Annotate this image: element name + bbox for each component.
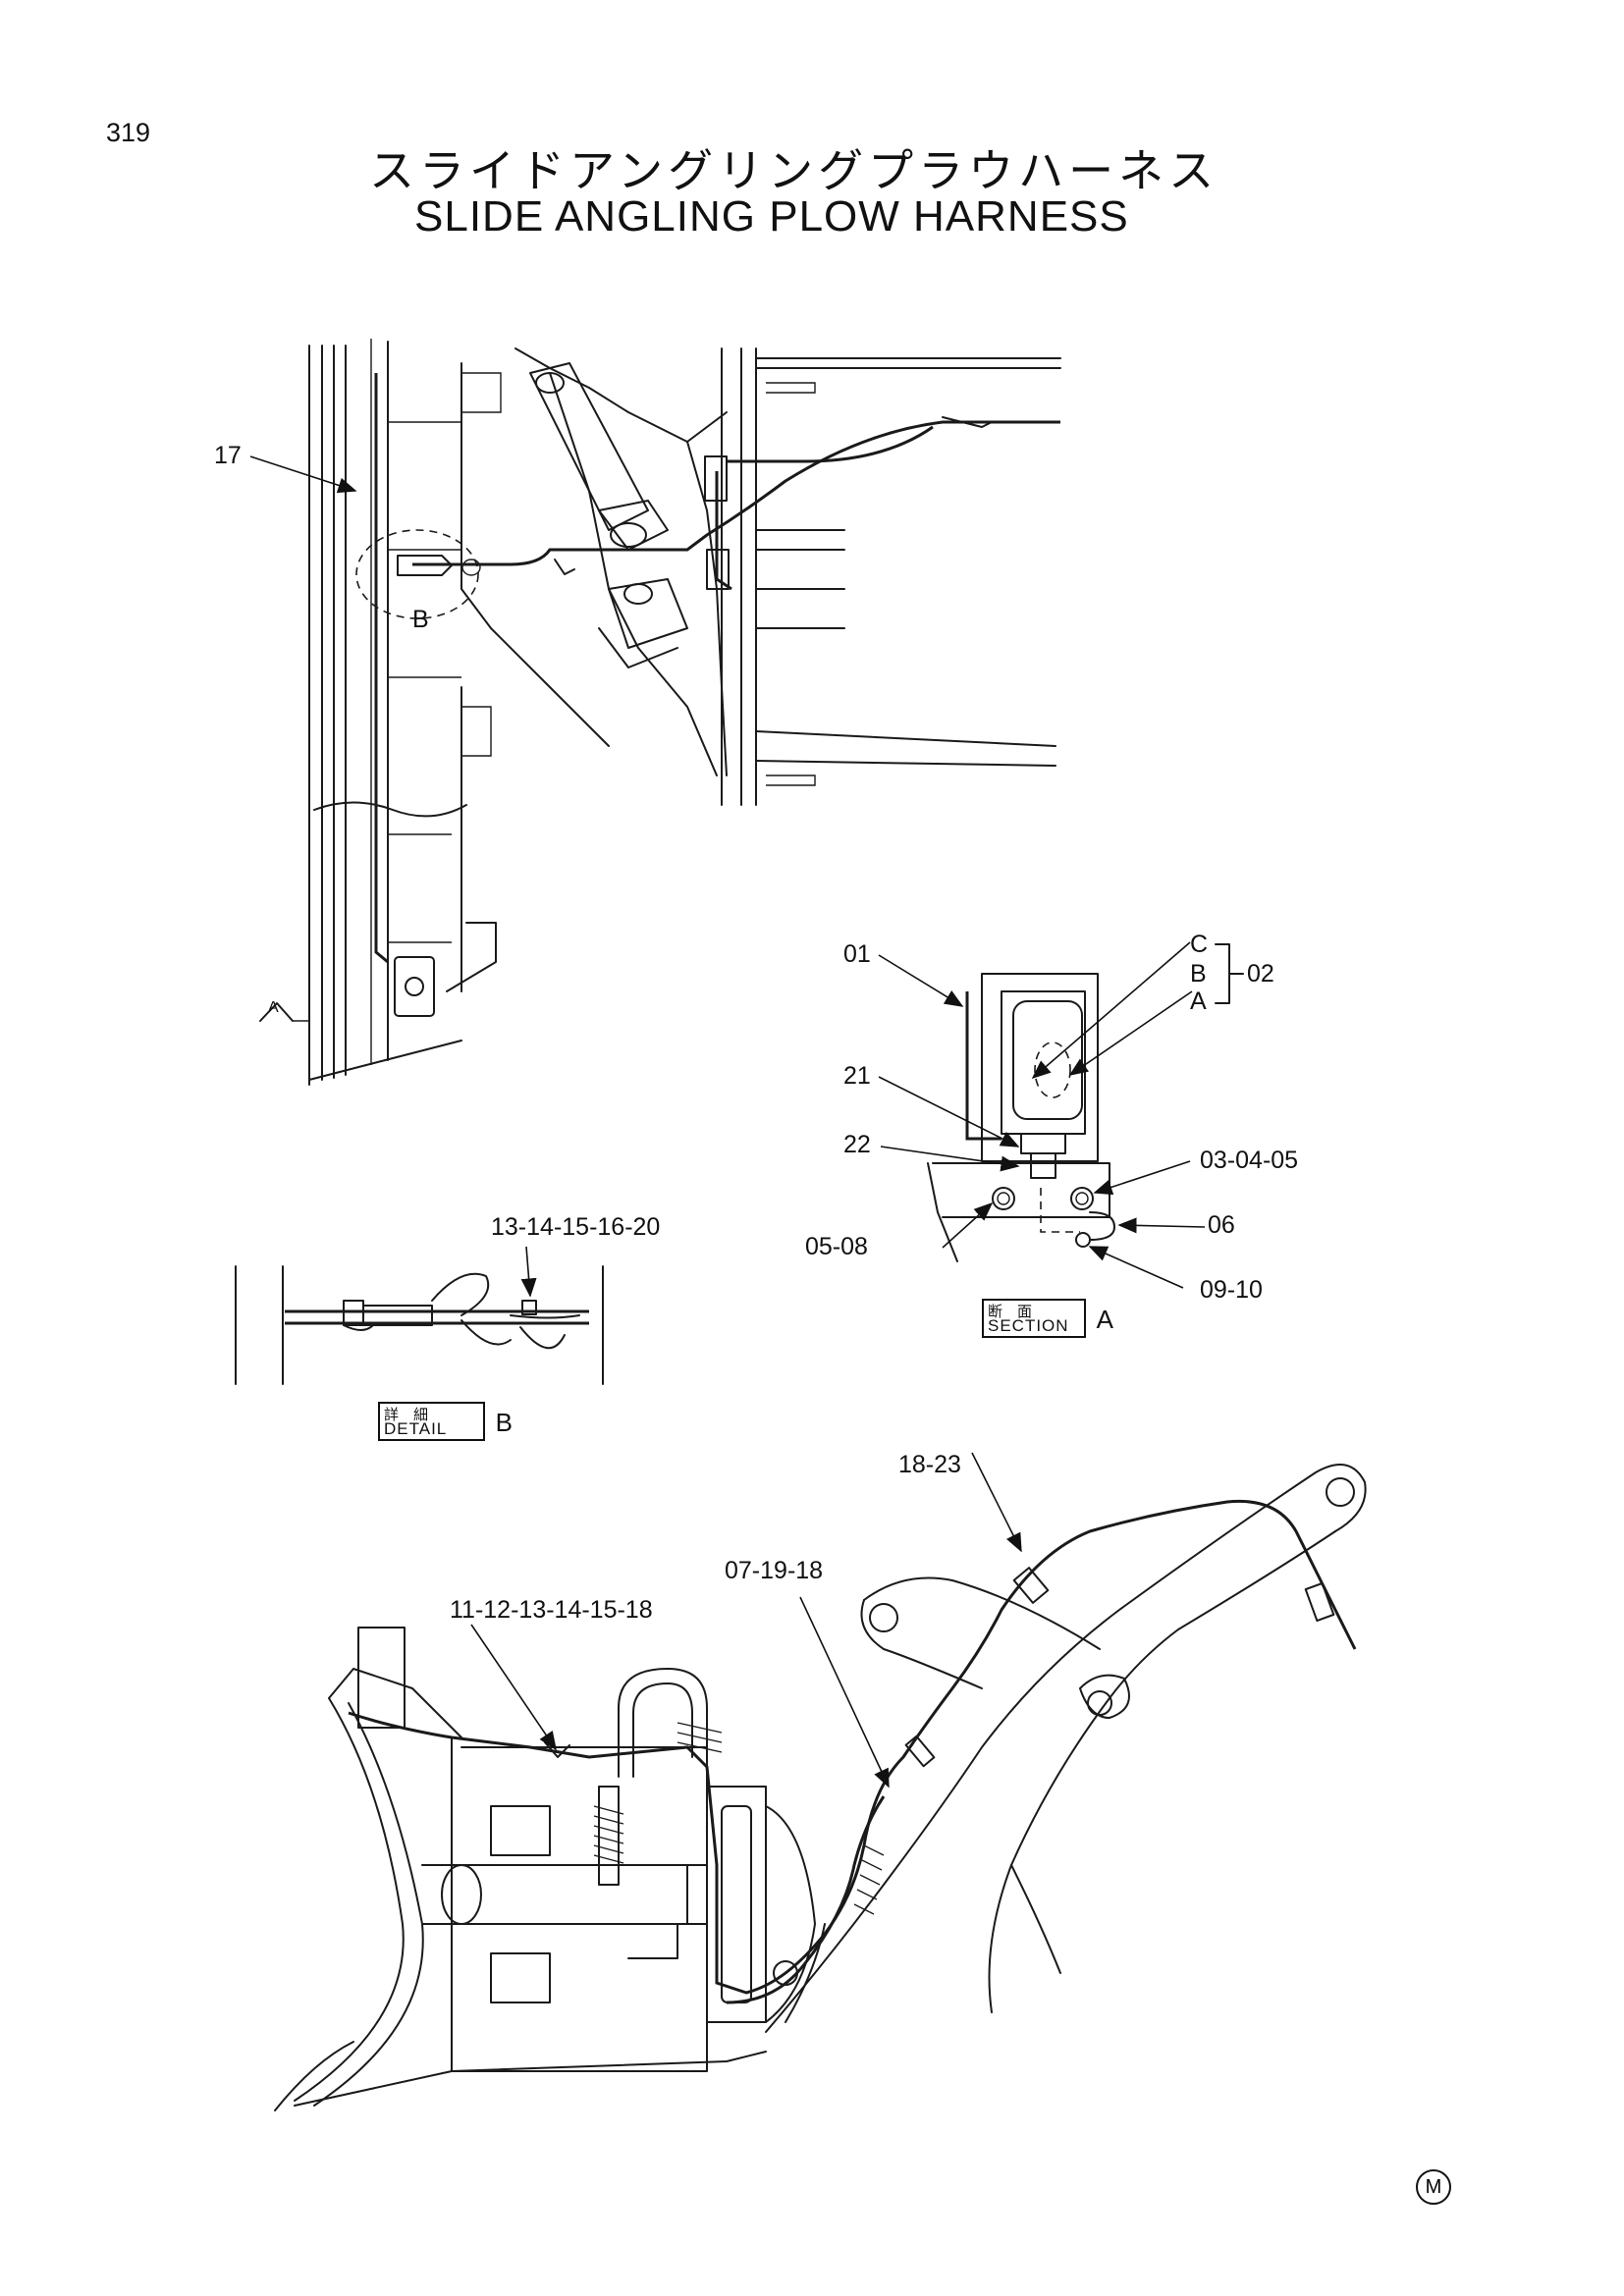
detail-label-jp: 詳 細 [384,1406,429,1423]
callout-17: 17 [214,442,242,469]
section-label-jp: 断 面 [988,1303,1033,1320]
callout-09-10: 09-10 [1200,1276,1263,1304]
bottom-view-drawing [274,1464,1367,2111]
section-label-en: SECTION [988,1316,1069,1335]
section-a-marker-letter: A [268,999,279,1016]
detail-label-letter: B [495,1408,513,1437]
callout-11-12-13-14-15-18: 11-12-13-14-15-18 [450,1596,653,1624]
detail-b-label: 詳 細 DETAIL B [378,1402,513,1441]
section-a-drawing [927,973,1115,1262]
callout-07-19-18: 07-19-18 [725,1557,824,1584]
callout-detail-b: B [412,606,429,633]
callout-13-14-15-16-20: 13-14-15-16-20 [491,1213,661,1241]
callout-18-23: 18-23 [898,1451,961,1478]
title-english: SLIDE ANGLING PLOW HARNESS [414,192,1129,240]
m-mark: M [1416,2169,1451,2205]
section-label-letter: A [1096,1305,1113,1334]
page-number: 319 [106,118,151,147]
callout-01: 01 [843,940,871,968]
callout-c: C [1190,931,1209,958]
callout-21: 21 [843,1062,871,1090]
callout-b: B [1190,960,1207,988]
title-japanese: スライドアングリングプラウハーネス [369,144,1219,197]
detail-label-en: DETAIL [384,1419,448,1438]
callout-06: 06 [1208,1211,1235,1239]
detail-b-drawing [235,1265,604,1385]
callout-05-08: 05-08 [805,1233,868,1260]
callout-a: A [1190,988,1207,1015]
section-a-label: 断 面 SECTION A [982,1299,1113,1338]
callout-22: 22 [843,1131,871,1158]
top-view-drawing [308,339,1061,1086]
callout-03-04-05: 03-04-05 [1200,1147,1299,1174]
callout-02: 02 [1247,960,1274,988]
